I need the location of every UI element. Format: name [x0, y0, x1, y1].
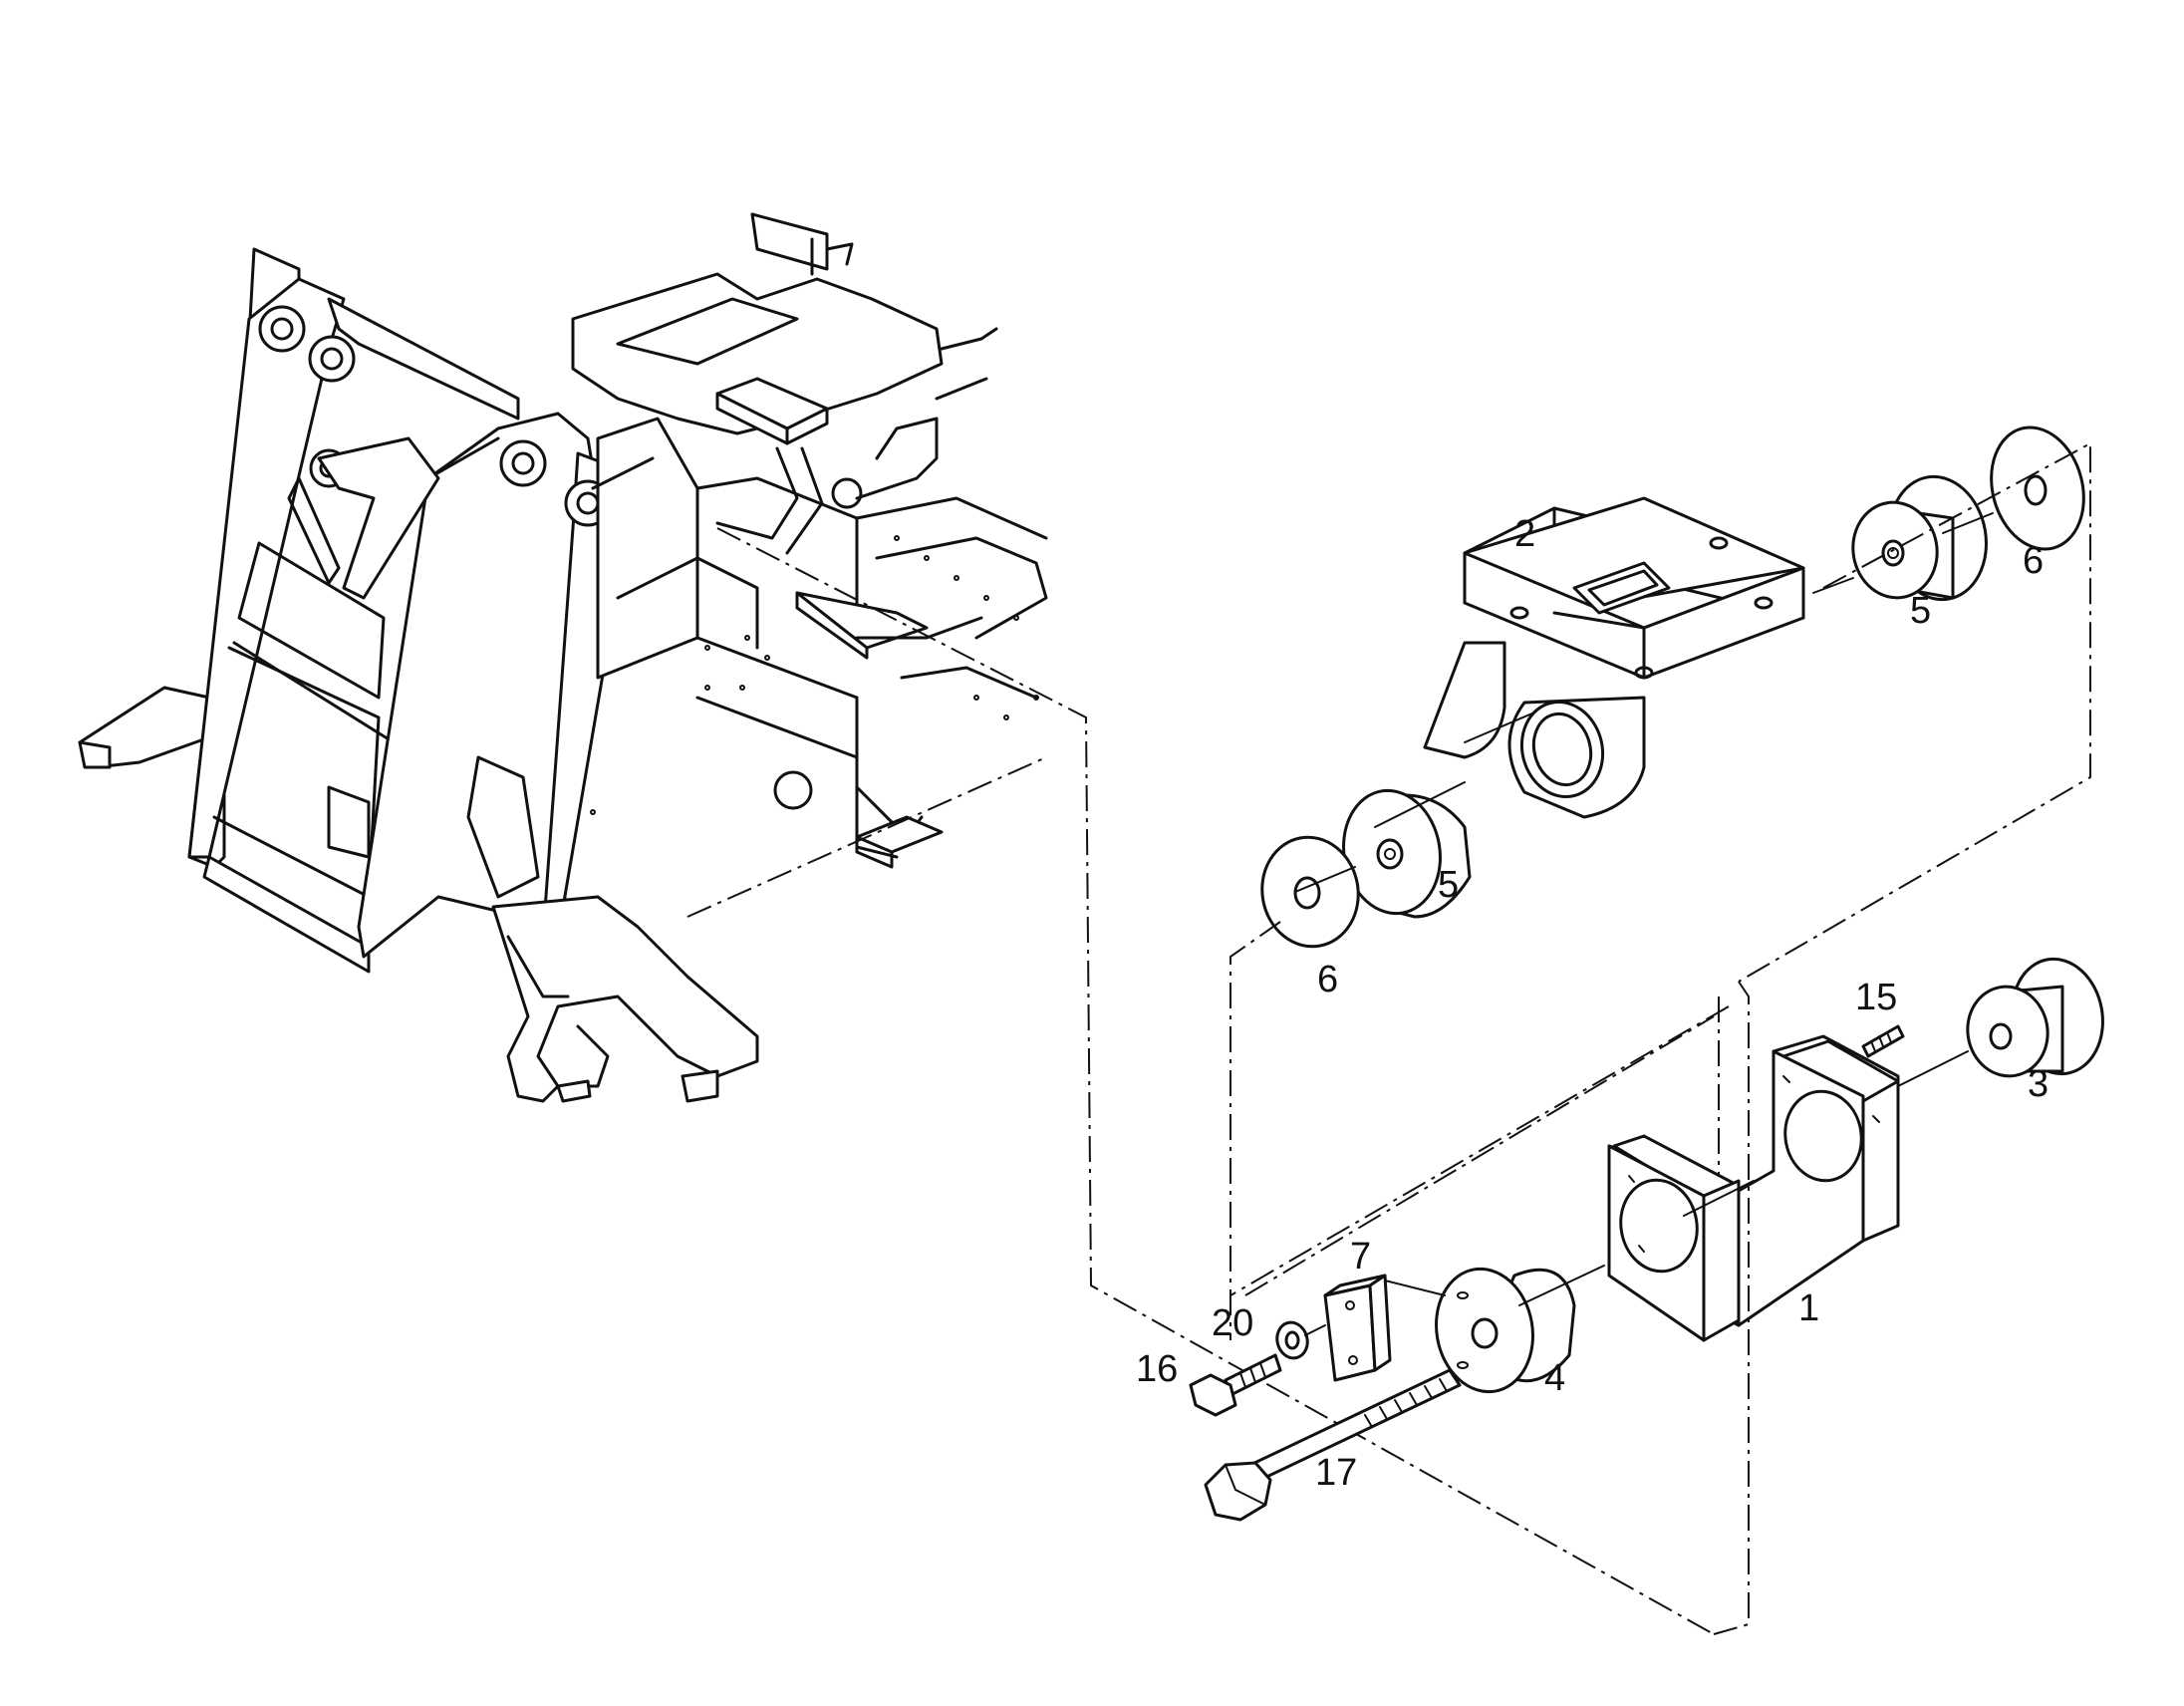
- part-15-set-screw: [1861, 1024, 1905, 1058]
- callout-1: 1: [1798, 1287, 1819, 1329]
- part-7-retaining-plate: [1323, 1274, 1392, 1382]
- part-6-washer-top: [1990, 426, 2085, 551]
- part-5-bushing-left: [1342, 788, 1472, 919]
- callout-5-top: 5: [1910, 590, 1931, 632]
- assembly-centerlines: [1229, 441, 2091, 1635]
- part-17-long-bolt: [1204, 1368, 1462, 1522]
- part-4-bushing: [1435, 1267, 1576, 1394]
- part-5-bushing-top: [1851, 474, 1988, 602]
- part-6-washer-left: [1260, 835, 1360, 949]
- callout-17: 17: [1315, 1452, 1357, 1494]
- part-16-short-bolt: [1189, 1353, 1282, 1417]
- machine-frame: [78, 212, 1715, 1635]
- callout-6-left: 6: [1317, 959, 1338, 1000]
- callout-20: 20: [1212, 1302, 1253, 1344]
- callout-7: 7: [1350, 1236, 1371, 1278]
- callout-3: 3: [2028, 1063, 2048, 1105]
- callout-2: 2: [1514, 513, 1535, 555]
- part-3-bushing: [1966, 957, 2104, 1078]
- callout-4: 4: [1544, 1357, 1565, 1399]
- callout-labels: 1 2 3 4 5 5 6 6 7 15 16 17 20: [1136, 513, 2048, 1494]
- callout-5-left: 5: [1438, 864, 1459, 906]
- part-2-mounting-bracket: [1423, 496, 1805, 819]
- callout-16: 16: [1136, 1348, 1178, 1390]
- callout-6-top: 6: [2023, 540, 2044, 582]
- part-1-clevis-bracket: [1607, 1034, 1900, 1342]
- part-20-lock-washer: [1275, 1320, 1309, 1360]
- callout-15: 15: [1855, 977, 1897, 1018]
